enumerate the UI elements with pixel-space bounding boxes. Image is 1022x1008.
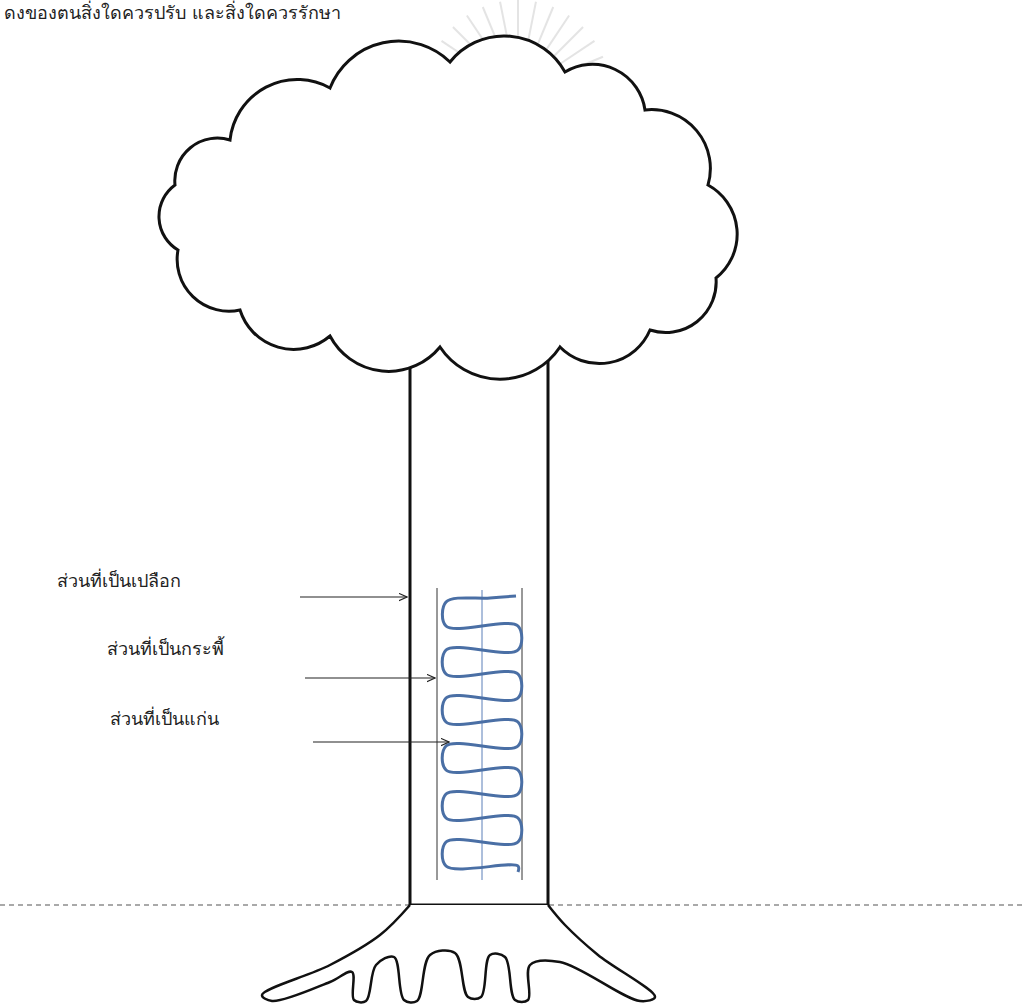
part-label: ส่วนที่เป็นกระพี้ [107,638,224,661]
sapwood-line [437,588,438,880]
emblem-ray [543,16,569,55]
heartwood-line [482,590,483,880]
roots [262,905,655,1003]
heartwood-squiggle [442,596,522,872]
intro-text-line: ดงของตนสิ่งใดควรปรับ และสิ่งใดควรรักษา [4,2,341,25]
leader-arrow [305,677,435,678]
leader-arrow [313,741,449,742]
leader-arrow [300,596,407,597]
trunk [410,330,548,905]
part-label: ส่วนที่เป็นเปลือก [57,570,181,593]
emblem-ray [550,27,583,60]
canopy [159,36,737,379]
part-label: ส่วนที่เป็นแก่น [110,708,219,731]
